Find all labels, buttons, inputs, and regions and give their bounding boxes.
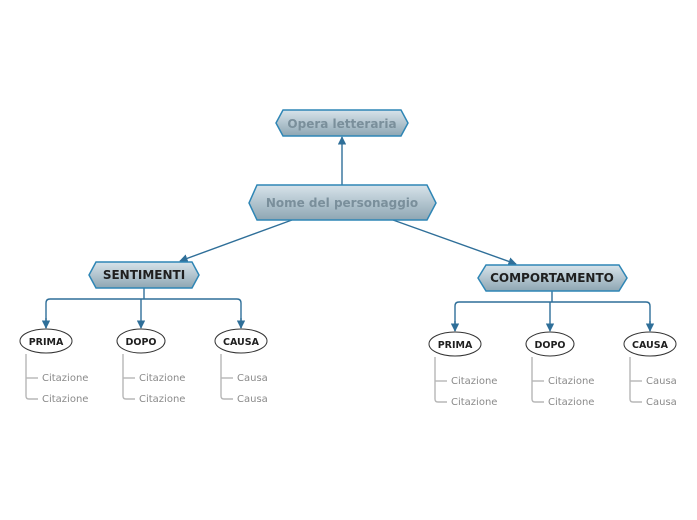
leaf-connector — [434, 357, 447, 403]
child-node-sentimenti-dopo[interactable]: DOPO — [116, 328, 166, 354]
leaf-item[interactable]: Causa — [237, 373, 268, 384]
child-node-sentimenti-prima[interactable]: PRIMA — [19, 328, 73, 354]
leaf-item[interactable]: Citazione — [451, 397, 497, 408]
child-label: DOPO — [125, 337, 156, 348]
child-label: PRIMA — [29, 337, 64, 348]
root-node-label: Nome del personaggio — [266, 196, 418, 210]
leaf-connectors — [25, 354, 642, 403]
leaf-item[interactable]: Citazione — [42, 373, 88, 384]
connector-root-sentimenti — [179, 219, 293, 263]
child-label: DOPO — [534, 340, 565, 351]
leaf-group: Citazione Citazione Citazione Citazione … — [42, 373, 677, 408]
branch-node-comportamento[interactable]: COMPORTAMENTO — [477, 264, 628, 292]
leaf-item[interactable]: Citazione — [139, 373, 185, 384]
child-node-comportamento-prima[interactable]: PRIMA — [428, 331, 482, 357]
child-label: PRIMA — [438, 340, 473, 351]
connector-root-comportamento — [392, 219, 517, 266]
child-label: CAUSA — [223, 337, 260, 348]
connector-comportamento-bracket — [454, 301, 651, 331]
leaf-item[interactable]: Citazione — [139, 394, 185, 405]
leaf-connector — [25, 354, 38, 400]
leaf-connector — [531, 357, 544, 403]
leaf-item[interactable]: Causa — [646, 397, 677, 408]
child-node-comportamento-causa[interactable]: CAUSA — [623, 331, 677, 357]
child-node-sentimenti-causa[interactable]: CAUSA — [214, 328, 268, 354]
leaf-connector — [220, 354, 233, 400]
leaf-item[interactable]: Citazione — [42, 394, 88, 405]
parent-node[interactable]: Opera letteraria — [275, 109, 409, 137]
connector-sentimenti-bracket — [45, 298, 242, 328]
parent-node-label: Opera letteraria — [287, 117, 396, 131]
branch-label-sentimenti: SENTIMENTI — [103, 268, 185, 282]
connectors — [41, 136, 655, 332]
leaf-connector — [122, 354, 135, 400]
leaf-item[interactable]: Citazione — [451, 376, 497, 387]
leaf-item[interactable]: Citazione — [548, 376, 594, 387]
root-node[interactable]: Nome del personaggio — [248, 184, 437, 221]
branch-node-sentimenti[interactable]: SENTIMENTI — [88, 261, 200, 289]
leaf-connector — [629, 357, 642, 403]
child-node-comportamento-dopo[interactable]: DOPO — [525, 331, 575, 357]
leaf-item[interactable]: Citazione — [548, 397, 594, 408]
branch-label-comportamento: COMPORTAMENTO — [490, 271, 614, 285]
child-label: CAUSA — [632, 340, 669, 351]
leaf-item[interactable]: Causa — [237, 394, 268, 405]
leaf-item[interactable]: Causa — [646, 376, 677, 387]
